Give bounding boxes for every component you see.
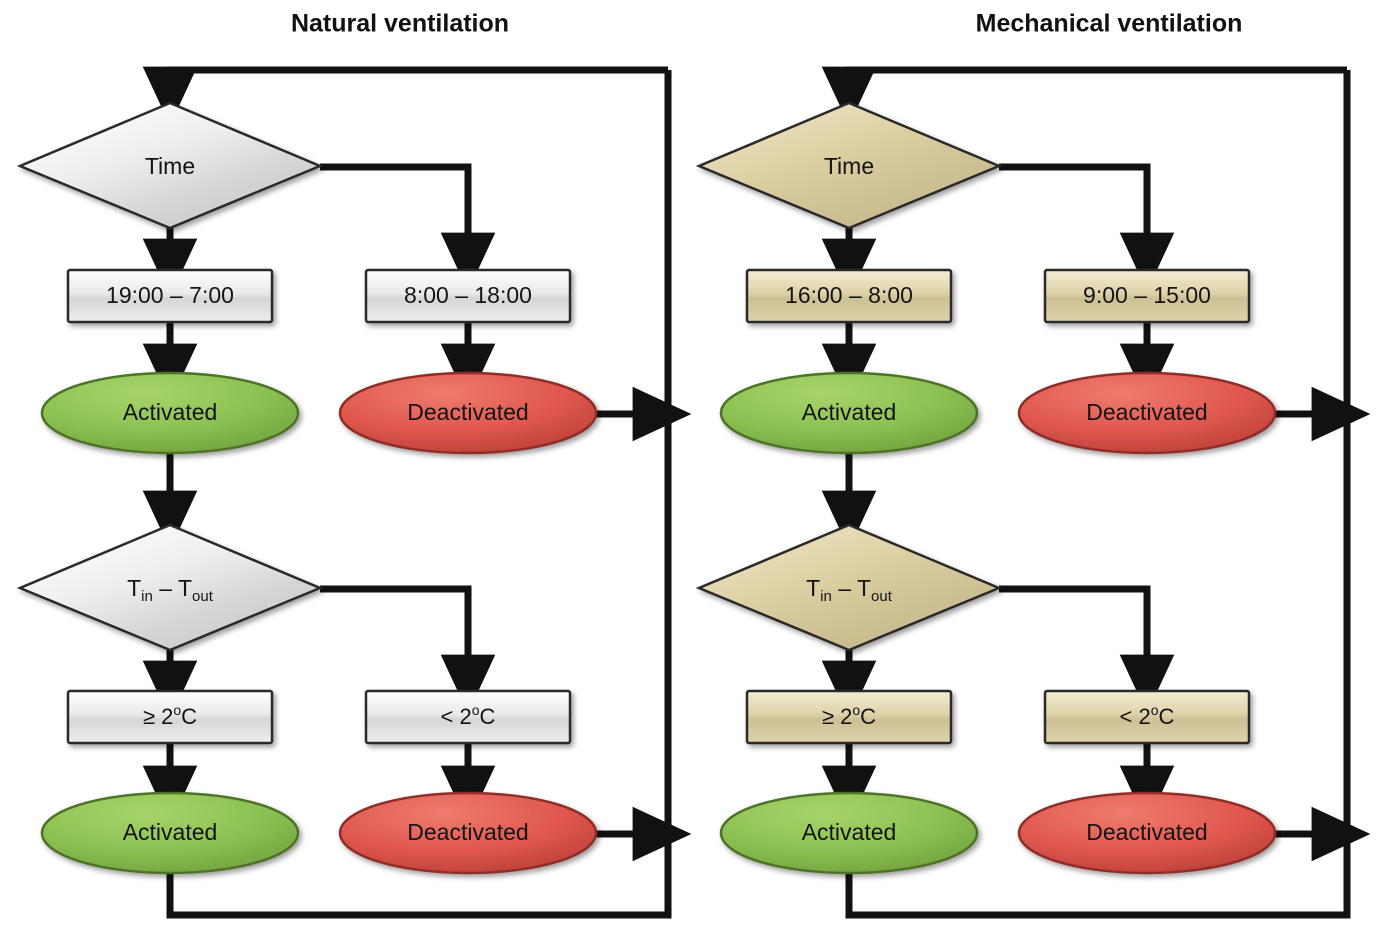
box-temp-ge-shape[interactable] — [66, 689, 274, 745]
decision-temp-T2: T — [178, 575, 192, 601]
state-activated-2-mechanical[interactable] — [719, 791, 979, 875]
decision-time-label: Time — [145, 153, 195, 179]
state-activated-2-shape[interactable] — [719, 791, 979, 875]
decision-time-shape[interactable] — [16, 101, 324, 230]
decision-temp-sub-in: in — [141, 588, 153, 605]
box-temp-ge-value: ≥ 2 — [143, 704, 173, 729]
degree-icon: o — [173, 702, 181, 718]
state-activated-2-label: Activated — [123, 819, 218, 845]
state-deactivated-2-natural[interactable] — [338, 791, 598, 875]
decision-time-shape[interactable] — [695, 101, 1003, 230]
degree-icon: o — [852, 702, 860, 718]
arrow-time-to-off-range — [999, 163, 1175, 292]
state-activated-2-natural[interactable] — [40, 791, 300, 875]
decision-temp-sub-in: in — [820, 588, 832, 605]
box-time-off-label: 8:00 – 18:00 — [404, 282, 532, 308]
box-temp-ge-shape[interactable] — [745, 689, 953, 745]
state-activated-2-label: Activated — [802, 819, 897, 845]
box-temp-lt-unit: C — [480, 704, 496, 729]
state-activated-1-label: Activated — [123, 399, 218, 425]
decision-temp-label: Tin – Tout — [127, 575, 214, 605]
state-activated-2-shape[interactable] — [40, 791, 300, 875]
state-activated-1-natural[interactable] — [40, 371, 300, 455]
box-temp-lt-shape[interactable] — [364, 689, 572, 745]
panel-natural: Natural ventilation Time — [16, 10, 692, 919]
panel-title-mechanical: Mechanical ventilation — [976, 10, 1243, 38]
state-deactivated-1-label: Deactivated — [407, 399, 528, 425]
box-temp-ge-value: ≥ 2 — [822, 704, 852, 729]
panel-title-natural: Natural ventilation — [291, 10, 509, 38]
state-deactivated-1-mechanical[interactable] — [1017, 371, 1277, 455]
state-deactivated-2-label: Deactivated — [407, 819, 528, 845]
box-temp-lt-value: < 2 — [441, 704, 472, 729]
degree-icon: o — [472, 702, 480, 718]
box-temp-ge-unit: C — [181, 704, 197, 729]
box-temp-lt-natural[interactable] — [364, 689, 572, 745]
state-activated-1-shape[interactable] — [719, 371, 979, 455]
state-deactivated-1-shape[interactable] — [1017, 371, 1277, 455]
decision-temp-shape[interactable] — [695, 523, 1003, 652]
box-time-on-label: 19:00 – 7:00 — [106, 282, 234, 308]
state-activated-1-label: Activated — [802, 399, 897, 425]
edge-bottom-return — [166, 835, 672, 919]
state-deactivated-1-natural[interactable] — [338, 371, 598, 455]
decision-temp-shape[interactable] — [16, 523, 324, 652]
box-temp-lt-label: < 2oC — [1120, 702, 1175, 729]
decision-temp-sub-out: out — [871, 588, 893, 605]
box-time-on-natural[interactable] — [66, 268, 274, 324]
decision-temp-natural[interactable] — [16, 523, 324, 652]
box-temp-ge-label: ≥ 2oC — [822, 702, 876, 729]
box-time-on-shape[interactable] — [745, 268, 953, 324]
decision-temp-mechanical[interactable] — [695, 523, 1003, 652]
box-time-on-mechanical[interactable] — [745, 268, 953, 324]
decision-time-natural[interactable] — [16, 101, 324, 230]
box-temp-lt-shape[interactable] — [1043, 689, 1251, 745]
box-temp-ge-label: ≥ 2oC — [143, 702, 197, 729]
box-temp-lt-value: < 2 — [1120, 704, 1151, 729]
panel-mechanical: Mechanical ventilation Time — [695, 10, 1371, 919]
connectors-natural-arrows — [142, 66, 692, 862]
state-deactivated-2-mechanical[interactable] — [1017, 791, 1277, 875]
box-time-on-shape[interactable] — [66, 268, 274, 324]
state-deactivated-1-label: Deactivated — [1086, 399, 1207, 425]
box-time-off-shape[interactable] — [1043, 268, 1251, 324]
box-temp-ge-mechanical[interactable] — [745, 689, 953, 745]
decision-temp-T1: T — [806, 575, 820, 601]
arrow-into-time — [142, 66, 198, 126]
decision-temp-T1: T — [127, 575, 141, 601]
state-deactivated-2-shape[interactable] — [1017, 791, 1277, 875]
arrow-time-to-off-range — [320, 163, 496, 292]
state-deactivated-2-label: Deactivated — [1086, 819, 1207, 845]
connectors-mechanical-arrows — [821, 66, 1371, 862]
decision-temp-T2: T — [857, 575, 871, 601]
decision-temp-dash: – — [832, 575, 857, 601]
arrow-temp-to-lt — [320, 585, 496, 714]
arrow-temp-to-lt — [999, 585, 1175, 714]
box-temp-lt-unit: C — [1159, 704, 1175, 729]
decision-time-mechanical[interactable] — [695, 101, 1003, 230]
decision-time-label: Time — [824, 153, 874, 179]
box-time-off-label: 9:00 – 15:00 — [1083, 282, 1211, 308]
state-activated-1-mechanical[interactable] — [719, 371, 979, 455]
degree-icon: o — [1151, 702, 1159, 718]
edge-bottom-return — [845, 835, 1351, 919]
box-temp-lt-mechanical[interactable] — [1043, 689, 1251, 745]
state-deactivated-2-shape[interactable] — [338, 791, 598, 875]
arrow-into-time — [821, 66, 877, 126]
box-time-off-shape[interactable] — [364, 268, 572, 324]
box-time-on-label: 16:00 – 8:00 — [785, 282, 913, 308]
state-deactivated-1-shape[interactable] — [338, 371, 598, 455]
decision-temp-sub-out: out — [192, 588, 214, 605]
decision-temp-label: Tin – Tout — [806, 575, 893, 605]
box-temp-ge-unit: C — [860, 704, 876, 729]
decision-temp-dash: – — [153, 575, 178, 601]
box-time-off-mechanical[interactable] — [1043, 268, 1251, 324]
box-temp-lt-label: < 2oC — [441, 702, 496, 729]
state-activated-1-shape[interactable] — [40, 371, 300, 455]
box-temp-ge-natural[interactable] — [66, 689, 274, 745]
box-time-off-natural[interactable] — [364, 268, 572, 324]
